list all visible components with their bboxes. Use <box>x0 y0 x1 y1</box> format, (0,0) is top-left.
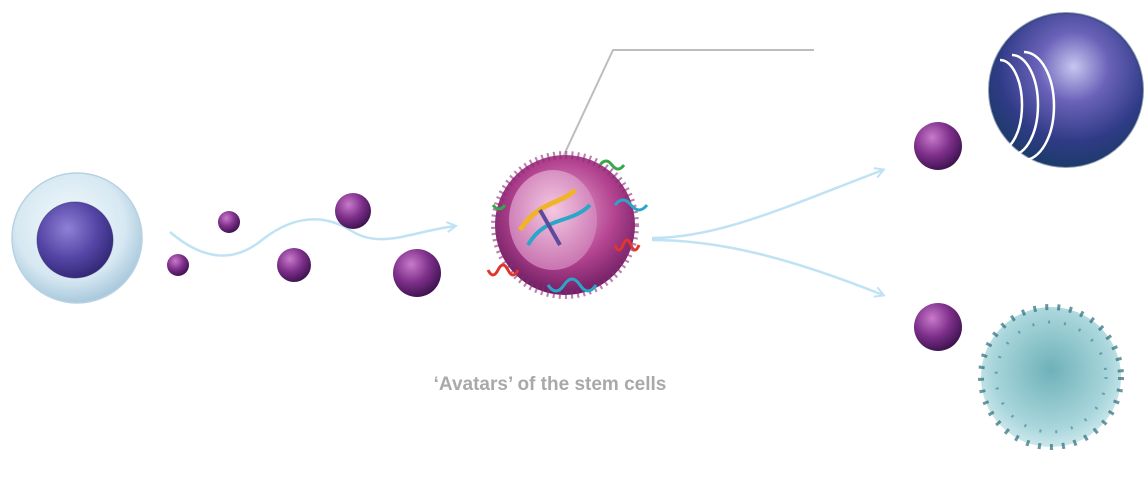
stem-cell-icon <box>11 172 143 304</box>
exosome-icon <box>486 151 649 299</box>
callout-line <box>562 49 814 158</box>
caption: ‘Avatars’ of the stem cells <box>433 374 667 395</box>
secretion-arrow <box>169 218 455 257</box>
vesicle <box>393 249 441 297</box>
vesicle <box>218 211 240 233</box>
vesicle <box>914 122 962 170</box>
fork-arrows <box>651 170 883 295</box>
vesicle <box>914 303 962 351</box>
vesicle-group <box>167 193 441 297</box>
target-cell-icon <box>988 12 1144 168</box>
vesicle <box>335 193 371 229</box>
vesicle <box>167 254 189 276</box>
vesicle <box>277 248 311 282</box>
immune-cell-icon <box>978 304 1124 450</box>
